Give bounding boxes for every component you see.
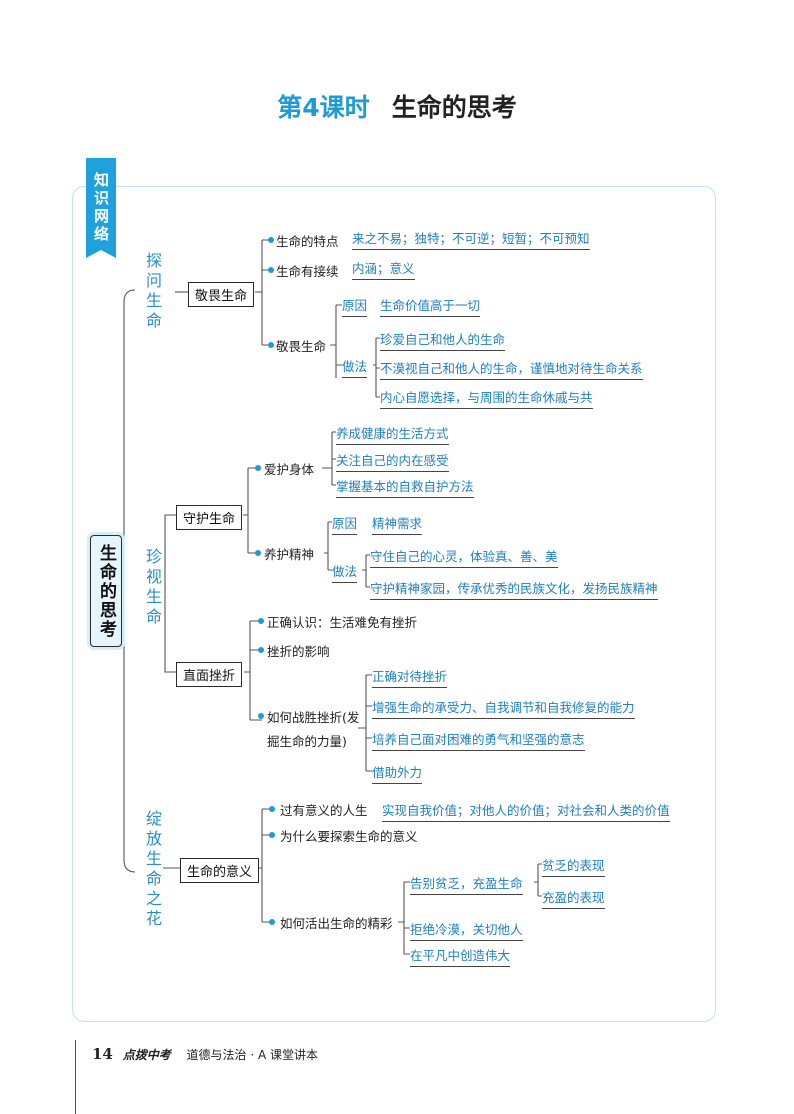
bullet-dot (258, 618, 264, 624)
bullet-dot (269, 832, 275, 838)
bullet-dot (258, 713, 264, 719)
spirit-reason: 精神需求 (372, 513, 423, 535)
section-label-cherish: 珍视生命 (143, 548, 162, 628)
page-number: 14 (92, 1045, 113, 1063)
overcome-item-2: 增强生命的承受力、自我调节和自我修复的能力 (372, 697, 635, 719)
bullet-dot (258, 647, 264, 653)
care-body-item-2: 关注自己的内在感受 (336, 450, 449, 472)
node-guard-life: 守护生命 (176, 505, 243, 530)
node-meaning-of-life: 生命的意义 (180, 858, 260, 883)
bullet-dot (268, 267, 274, 273)
bullet-dot (268, 342, 274, 348)
overcome-item-3: 培养自己面对困难的勇气和坚强的意志 (372, 729, 585, 751)
footer-divider (75, 1040, 76, 1114)
section-label-explore: 探问生命 (143, 252, 162, 332)
section-label-bloom: 绽放生命之花 (143, 810, 162, 930)
node-revere-life: 敬畏生命 (188, 282, 255, 307)
bullet-dot (268, 237, 274, 243)
node-life-traits: 生命的特点 (276, 234, 339, 249)
node-revere-life-detail: 敬畏生命 (276, 339, 327, 354)
live-item-enrich: 告别贫乏，充盈生命 (410, 873, 523, 895)
node-setback-impact: 挫折的影响 (267, 644, 330, 659)
node-care-body: 爱护身体 (264, 462, 315, 477)
richness-signs: 充盈的表现 (542, 887, 605, 909)
revere-reason-label: 原因 (342, 295, 368, 317)
revere-method-3: 内心自愿选择，与周围的生命休戚与共 (380, 387, 593, 409)
revere-reason: 生命价值高于一切 (380, 295, 481, 317)
bullet-dot (255, 550, 261, 556)
care-body-item-1: 养成健康的生活方式 (336, 423, 449, 445)
live-item-care: 拒绝冷漠，关切他人 (410, 919, 523, 941)
lesson-name: 生命的思考 (391, 93, 517, 122)
spirit-method-2: 守护精神家园，传承优秀的民族文化，发扬民族精神 (370, 578, 658, 600)
revere-method-2: 不漠视自己和他人的生命，谨慎地对待生命关系 (380, 358, 643, 380)
revere-method-label: 做法 (342, 356, 368, 378)
node-life-continuation: 生命有接续 (276, 264, 339, 279)
page-footer: 14 点拨中考 道德与法治 · A 课堂讲本 (92, 1045, 318, 1063)
brand-logo: 点拨中考 (122, 1048, 171, 1062)
node-live-wonderfully: 如何活出生命的精彩 (280, 916, 393, 931)
node-face-setbacks: 直面挫折 (176, 662, 243, 687)
spirit-method-label: 做法 (332, 561, 358, 583)
bullet-dot (269, 806, 275, 812)
root-node: 生命的思考 (90, 535, 122, 647)
bullet-dot (255, 465, 261, 471)
lesson-number: 第4课时 (277, 93, 370, 122)
node-overcome-line-2: 掘生命的力量) (267, 734, 347, 749)
page-title: 第4课时生命的思考 (0, 88, 794, 124)
node-overcome-line-1: 如何战胜挫折(发 (267, 710, 360, 725)
meaningful-life-value: 实现自我价值；对他人的价值；对社会和人类的价值 (382, 800, 670, 822)
knowledge-network-badge: 知识网络 (86, 158, 116, 258)
life-traits-value: 来之不易；独特；不可逆；短暂；不可预知 (352, 228, 590, 250)
node-care-spirit: 养护精神 (264, 547, 315, 562)
knowledge-network-panel (72, 186, 716, 1022)
care-body-item-3: 掌握基本的自救自护方法 (336, 476, 474, 498)
poverty-signs: 贫乏的表现 (542, 855, 605, 877)
node-why-explore: 为什么要探索生命的意义 (280, 829, 418, 844)
overcome-item-1: 正确对待挫折 (372, 666, 448, 688)
node-correct-view: 正确认识：生活难免有挫折 (267, 615, 418, 630)
life-continuation-value: 内涵；意义 (352, 258, 415, 280)
bullet-dot (269, 919, 275, 925)
overcome-item-4: 借助外力 (372, 762, 423, 784)
revere-method-1: 珍爱自己和他人的生命 (380, 329, 506, 351)
spirit-method-1: 守住自己的心灵，体验真、善、美 (370, 546, 558, 568)
live-item-greatness: 在平凡中创造伟大 (410, 945, 511, 967)
book-title: 道德与法治 · A 课堂讲本 (186, 1048, 319, 1062)
spirit-reason-label: 原因 (332, 513, 358, 535)
node-meaningful-life: 过有意义的人生 (280, 803, 368, 818)
